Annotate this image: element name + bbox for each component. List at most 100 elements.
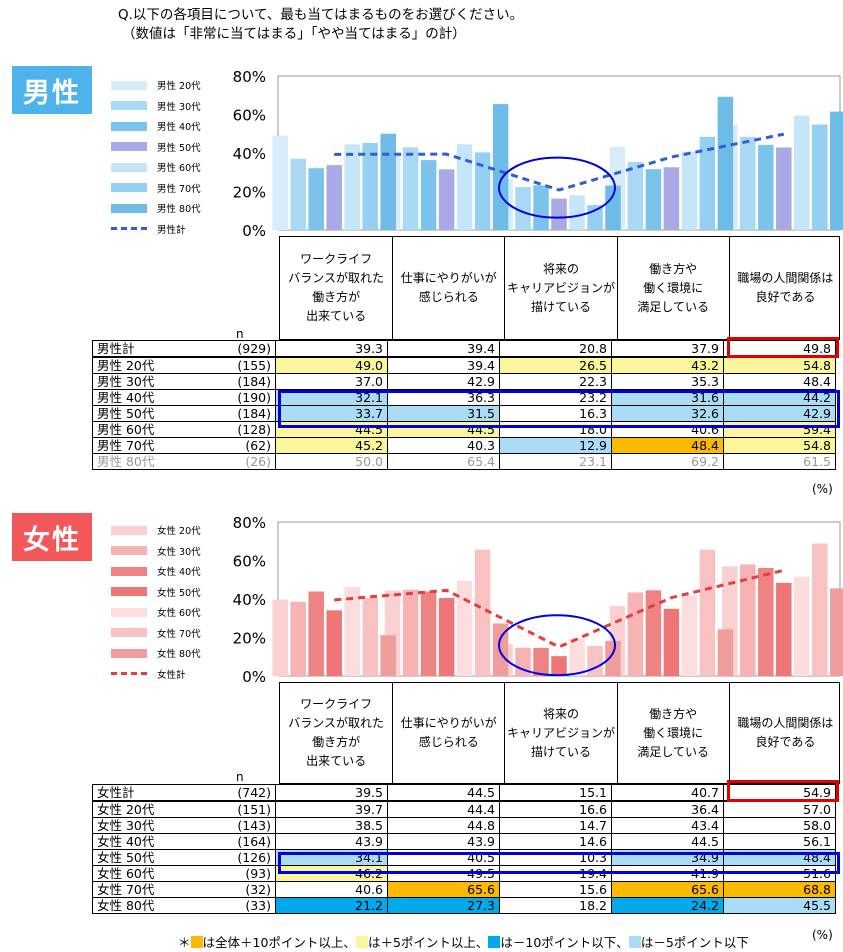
female-legend-item: 女性 60代 [111,605,201,619]
female-bar [456,580,473,676]
male-table-cell: 16.3 [499,405,612,422]
female-table-cell: 38.5 [275,817,388,834]
male-y-tick: 20% [233,184,266,202]
male-row-label: 男性 60代 [92,421,215,438]
male-bar [830,111,843,230]
female-bar [681,595,698,676]
male-column-header-cell: 働き方や 働く環境に 満足している [616,237,729,339]
female-bar [605,640,621,676]
male-bar [308,168,324,230]
female-legend-swatch [111,672,147,675]
female-row-n: (126) [215,849,276,866]
female-bar [587,645,603,676]
female-row-label: 女性計 [92,784,215,802]
female-bar [551,656,567,676]
male-row-label: 男性 50代 [92,405,215,422]
male-bar [272,135,288,230]
female-table-cell: 56.1 [723,833,836,850]
swatch-yellow [355,936,368,948]
male-bar [812,124,828,230]
male-bar [681,151,698,230]
male-bar [794,115,810,230]
female-table-cell: 39.7 [275,800,388,818]
male-legend-swatch [111,142,147,151]
male-bar [492,104,509,230]
male-column-header-cell: 将来の キャリアビジョンが 描けている [504,237,616,339]
female-row-n: (32) [215,881,276,898]
male-row-n: (26) [215,453,276,470]
female-legend-label: 女性 80代 [157,649,201,660]
male-table-cell: 39.4 [387,340,500,358]
female-table-cell: 10.3 [499,849,612,866]
female-table-cell: 40.7 [611,784,724,802]
male-bar [569,195,585,230]
female-y-tick: 80% [233,514,266,532]
male-table-cell: 37.0 [275,373,388,390]
female-legend-item: 女性計 [111,667,186,681]
male-bar [740,136,756,230]
female-table-cell: 46.2 [275,865,388,882]
female-legend-swatch [111,648,147,658]
male-column-header-cell: 仕事にやりがいが 感じられる [392,237,504,339]
female-bar [474,549,491,676]
female-bar [812,543,828,676]
female-chart: 0%20%40%60%80% [233,514,843,686]
female-y-tick: 40% [233,591,266,609]
male-legend-swatch [111,121,147,131]
female-table-cell: 68.8 [723,881,836,898]
female-table-cell: 36.4 [611,800,724,818]
male-row-label: 男性 30代 [92,373,215,390]
female-legend-swatch [111,607,147,617]
female-legend-item: 女性 70代 [111,626,201,640]
male-table-cell: 61.5 [723,453,836,470]
female-table-cell: 44.8 [387,817,500,834]
male-bar [605,185,621,230]
female-table-cell: 27.3 [387,897,500,914]
male-table-cell: 31.5 [387,405,500,422]
female-legend-label: 女性 50代 [157,587,201,599]
male-bar [344,144,360,230]
male-y-tick: 80% [233,68,266,86]
male-table-cell: 54.8 [723,356,836,374]
female-row-n: (164) [215,833,276,850]
female-table-cell: 43.4 [611,817,724,834]
male-table-cell: 36.3 [387,389,500,406]
female-bar [699,549,716,676]
female-table-cell: 15.6 [499,881,612,898]
male-row-n: (184) [215,373,276,390]
male-bar [627,162,644,230]
female-column-header: ワークライフ バランスが取れた 働き方が 出来ている仕事にやりがいが 感じられる… [279,682,840,784]
male-legend-item: 男性 80代 [111,201,201,215]
female-table-cell: 39.5 [275,784,388,802]
male-table-cell: 32.1 [275,389,388,406]
male-bar [362,142,378,230]
male-chart: 0%20%40%60%80% [233,68,843,240]
female-column-header-cell: 働き方や 働く環境に 満足している [616,683,729,783]
footnote-item-2: は＋5ポイント以上、 [367,935,489,950]
female-table-cell: 48.4 [723,849,836,866]
female-table-cell: 43.9 [275,833,388,850]
male-table-cell: 42.9 [723,405,836,422]
female-bar [290,601,306,676]
female-table-cell: 40.5 [387,849,500,866]
female-legend-label: 女性 20代 [157,526,201,537]
male-row-n: (128) [215,421,276,438]
male-total-line [334,132,785,192]
male-table-cell: 31.6 [611,389,724,406]
female-legend-label: 女性 40代 [157,567,201,578]
female-table-cell: 40.6 [275,881,388,898]
female-table-cell: 41.9 [611,865,724,882]
female-table-cell: 65.6 [387,881,500,898]
male-legend-item: 男性 50代 [111,140,201,154]
female-row-n: (151) [215,800,276,818]
female-row-n: (93) [215,865,276,882]
female-table-cell: 14.6 [499,833,612,850]
